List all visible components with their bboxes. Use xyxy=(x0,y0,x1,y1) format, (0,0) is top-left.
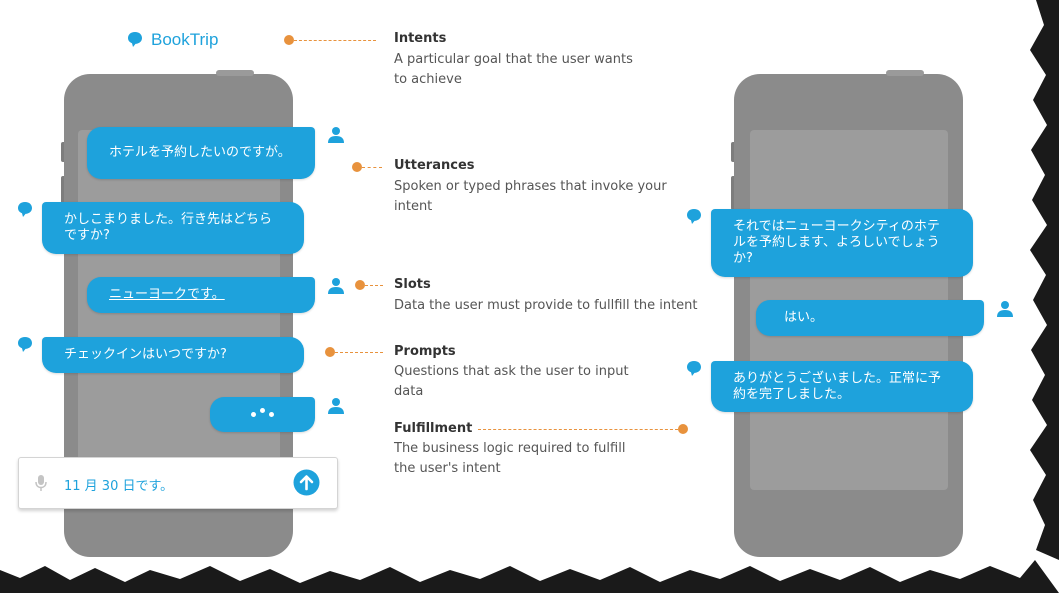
bot-chat-icon xyxy=(18,337,32,352)
connector-dot xyxy=(355,280,365,290)
message-input[interactable]: 11 月 30 日です。 xyxy=(18,457,338,509)
connector-dot xyxy=(284,35,294,45)
chat-message-user: ニューヨークです。 xyxy=(87,277,315,313)
send-arrow-up-icon[interactable] xyxy=(293,469,320,496)
prompts-title: Prompts xyxy=(394,344,456,359)
message-text: はい。 xyxy=(784,310,824,325)
user-avatar-icon xyxy=(328,127,344,143)
phone-side-button xyxy=(731,142,736,162)
slots-title: Slots xyxy=(394,277,431,292)
connector-line xyxy=(362,167,382,168)
typing-dot xyxy=(260,408,265,413)
slots-description: Data the user must provide to fullfill t… xyxy=(394,298,698,313)
connector-dot xyxy=(325,347,335,357)
user-avatar-icon xyxy=(997,301,1013,317)
intents-description: A particular goal that the user wants to… xyxy=(394,52,633,87)
utterances-description: Spoken or typed phrases that invoke your… xyxy=(394,179,667,214)
phone-side-button xyxy=(731,176,736,210)
bot-chat-icon xyxy=(687,209,701,224)
message-text: ニューヨークです。 xyxy=(109,287,225,302)
connector-line xyxy=(478,429,678,430)
intents-title: Intents xyxy=(394,31,447,46)
connector-line xyxy=(335,352,383,353)
chat-message-bot: それではニューヨークシティのホテルを予約します、よろしいでしょうか? xyxy=(711,209,973,277)
chat-message-user: ホテルを予約したいのですが。 xyxy=(87,127,315,179)
phone-side-button xyxy=(61,176,66,210)
message-text: チェックインはいつですか? xyxy=(64,347,227,362)
phone-side-button xyxy=(61,142,66,162)
message-text: かしこまりました。行き先はどちらですか? xyxy=(64,212,273,243)
typing-dot xyxy=(251,412,256,417)
message-text: ホテルを予約したいのですが。 xyxy=(109,145,291,160)
chat-message-user: はい。 xyxy=(756,300,984,336)
message-text: ありがとうございました。正常に予約を完了しました。 xyxy=(733,370,942,402)
brand-name: BookTrip xyxy=(151,30,219,49)
connector-dot xyxy=(352,162,362,172)
chat-message-bot: チェックインはいつですか? xyxy=(42,337,304,373)
user-avatar-icon xyxy=(328,398,344,414)
chat-bubble-icon xyxy=(128,32,142,47)
microphone-icon[interactable] xyxy=(35,474,47,492)
prompts-description: Questions that ask the user to input dat… xyxy=(394,364,629,399)
fulfillment-description: The business logic required to fulfill t… xyxy=(394,441,626,476)
user-avatar-icon xyxy=(328,278,344,294)
bot-chat-icon xyxy=(687,361,701,376)
chat-message-bot: ありがとうございました。正常に予約を完了しました。 xyxy=(711,361,973,412)
phone-top-cap xyxy=(886,70,924,76)
chat-message-bot: かしこまりました。行き先はどちらですか? xyxy=(42,202,304,254)
bot-chat-icon xyxy=(18,202,32,217)
typing-indicator xyxy=(210,397,315,432)
connector-line xyxy=(365,285,383,286)
phone-top-cap xyxy=(216,70,254,76)
fulfillment-title: Fulfillment xyxy=(394,421,473,436)
message-input-value: 11 月 30 日です。 xyxy=(64,479,174,494)
message-text: それではニューヨークシティのホテルを予約します、よろしいでしょうか? xyxy=(733,219,940,266)
connector-line xyxy=(294,40,376,41)
utterances-title: Utterances xyxy=(394,158,475,173)
typing-dot xyxy=(269,412,274,417)
connector-dot xyxy=(678,424,688,434)
